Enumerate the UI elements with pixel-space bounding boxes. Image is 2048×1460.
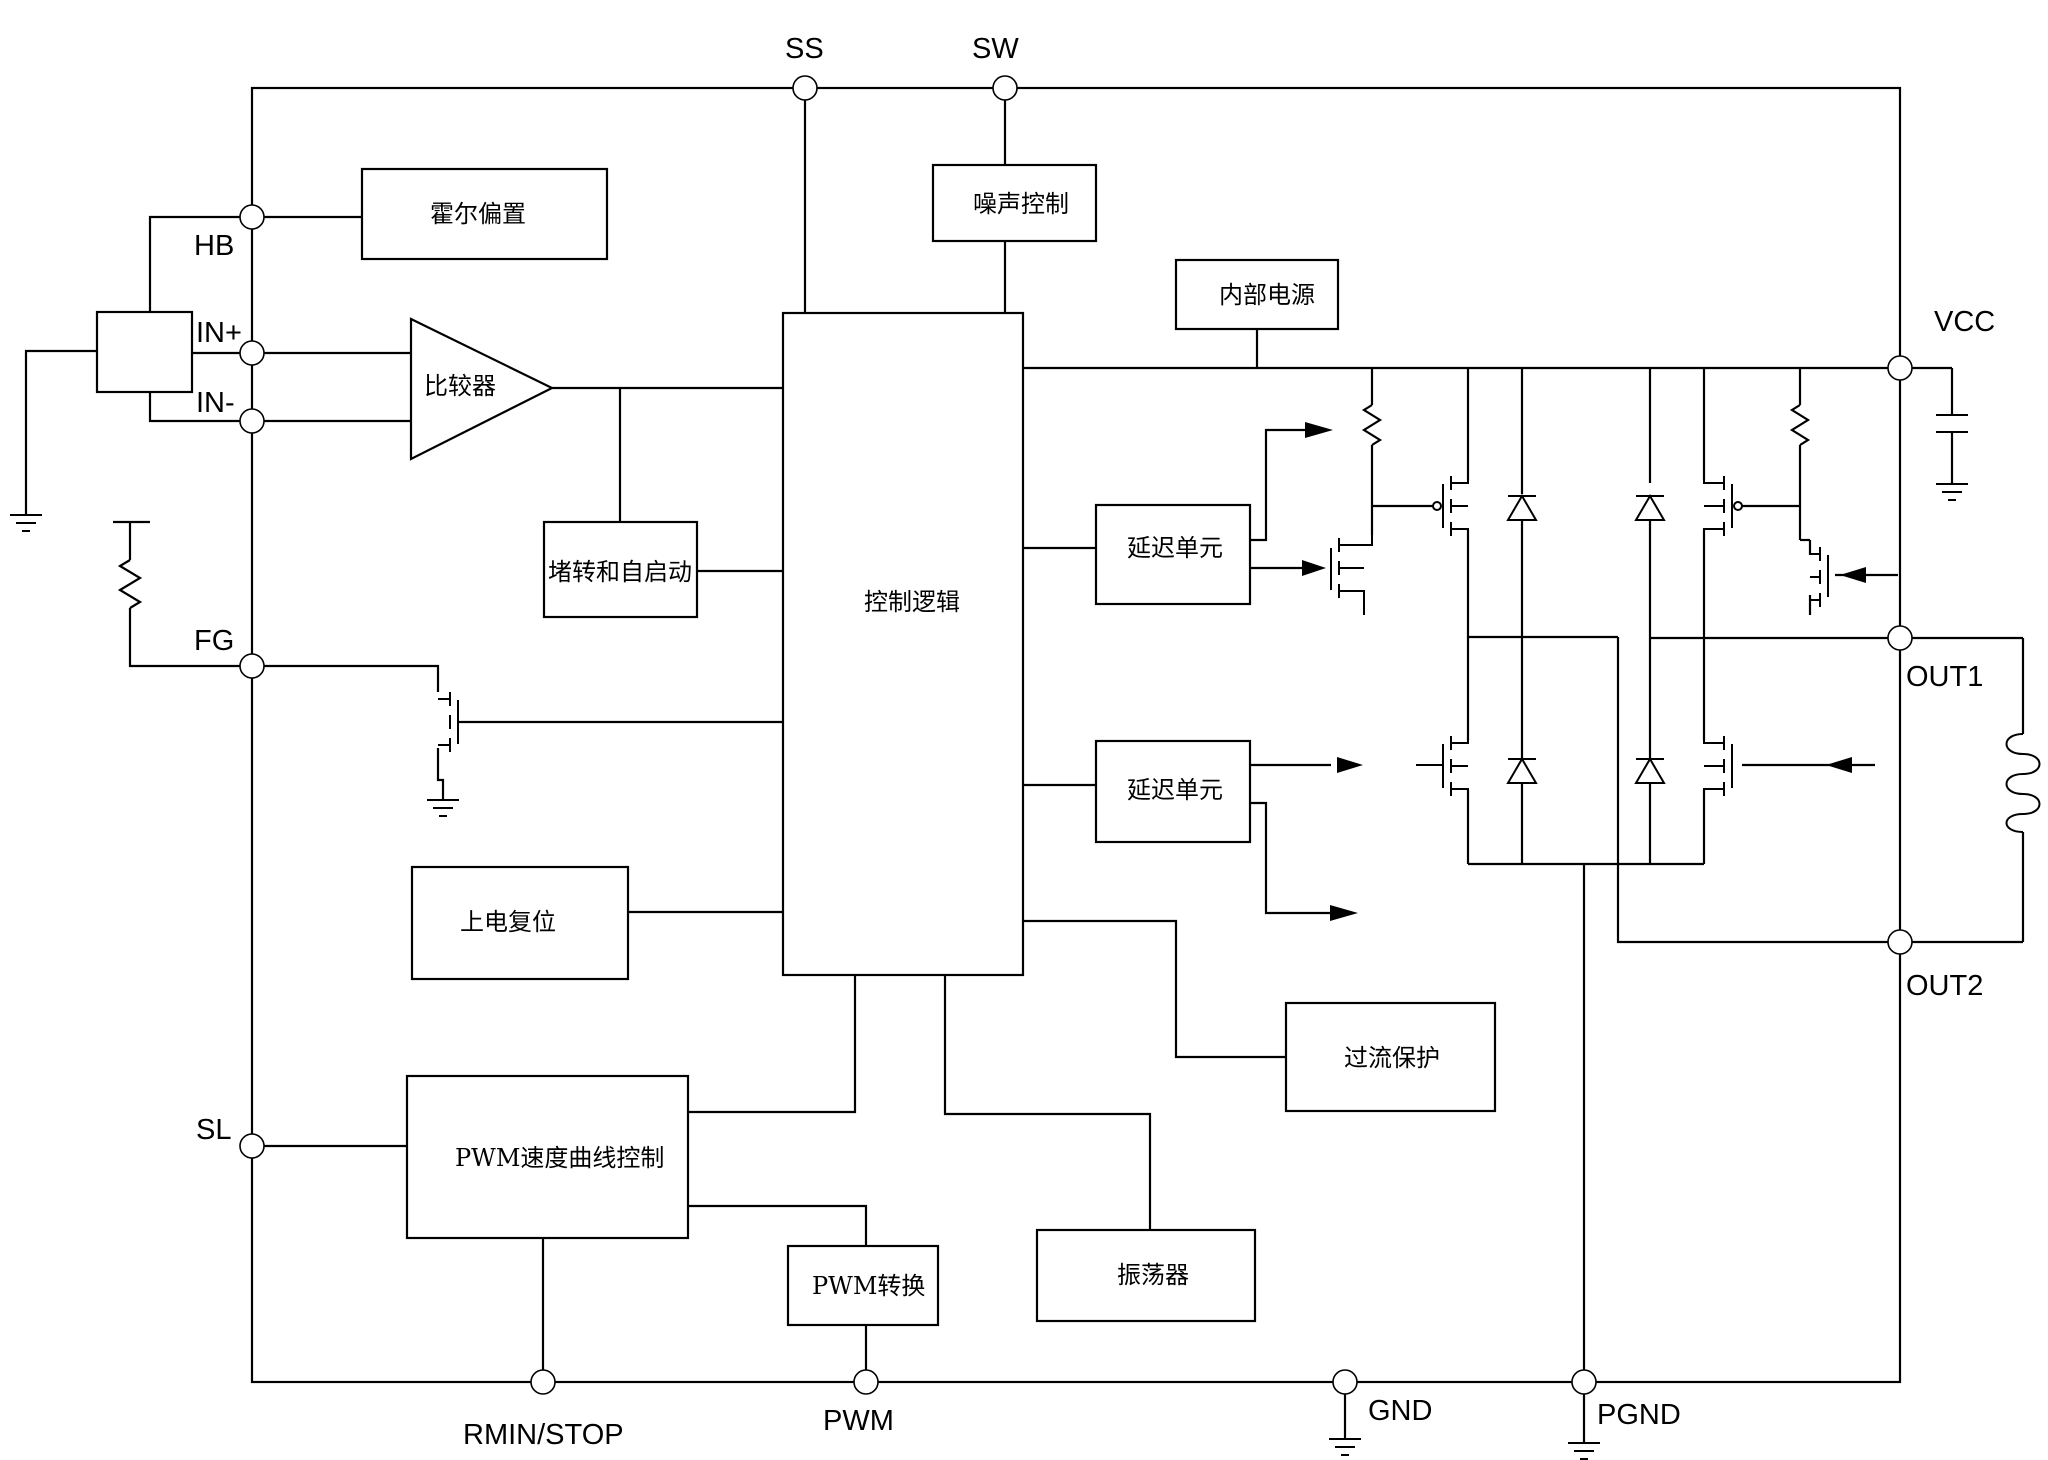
pin-gnd-label: GND	[1368, 1395, 1432, 1427]
pwm-convert-block	[786, 1244, 940, 1327]
block-labels: 霍尔偏置 噪声控制 内部电源 比较器 堵转和自启动 控制逻辑 延迟单元 延迟单元…	[424, 190, 1440, 1300]
control-logic-label: 控制逻辑	[864, 588, 960, 616]
control-logic-block	[781, 311, 1025, 977]
pin-pwm-label: PWM	[823, 1405, 894, 1437]
motor-coil	[2005, 733, 2041, 833]
pin-sw-label: SW	[972, 33, 1019, 65]
vcc-capacitor	[1936, 414, 1968, 433]
pwm-speed-curve-block	[405, 1074, 690, 1240]
internal-power-block	[1174, 258, 1340, 331]
pin-rmin-stop-label: RMIN/STOP	[463, 1419, 624, 1451]
delay-unit-1-label: 延迟单元	[1127, 534, 1223, 562]
high-side-pmos-right	[1703, 476, 1743, 536]
overcurrent-protection-label: 过流保护	[1344, 1044, 1440, 1072]
signal-arrows	[1302, 422, 1866, 921]
pin-in-minus-label: IN-	[196, 387, 235, 419]
pin-terminals	[239, 75, 1913, 1395]
pwm-convert-label: PWM转换	[812, 1272, 925, 1300]
freewheel-diodes	[1506, 494, 1666, 784]
oscillator-block	[1035, 1228, 1257, 1323]
pwm-speed-curve-label: PWM速度曲线控制	[455, 1144, 664, 1172]
hall-bias-label: 霍尔偏置	[430, 200, 526, 228]
pin-pgnd-label: PGND	[1597, 1399, 1681, 1431]
upper-right-nmos	[1810, 547, 1829, 607]
chip-boundary	[250, 86, 1902, 1384]
pin-sl-label: SL	[196, 1114, 231, 1146]
low-side-nmos-left	[1416, 736, 1469, 796]
delay-unit-2-block	[1094, 739, 1252, 844]
oscillator-label: 振荡器	[1117, 1261, 1189, 1289]
comparator-label: 比较器	[424, 372, 496, 400]
delay-unit-1-block	[1094, 503, 1252, 606]
upper-left-nmos	[1330, 535, 1373, 615]
low-side-nmos-right	[1703, 736, 1733, 796]
fg-nmos-transistor	[438, 692, 459, 752]
pin-ss-label: SS	[785, 33, 824, 65]
hall-sensor	[95, 310, 194, 394]
noise-control-label: 噪声控制	[973, 190, 1069, 218]
pin-in-plus-label: IN+	[196, 317, 242, 349]
pin-out2-label: OUT2	[1906, 970, 1983, 1002]
hall-bias-block	[360, 167, 609, 261]
lock-restart-label: 堵转和自启动	[548, 558, 692, 586]
power-on-reset-label: 上电复位	[460, 908, 556, 936]
pin-hb-label: HB	[194, 230, 234, 262]
pin-vcc-label: VCC	[1934, 306, 1995, 338]
noise-control-block	[931, 163, 1098, 243]
pin-labels: SS SW HB IN+ IN- FG SL VCC OUT1 OUT2 RMI…	[194, 33, 1995, 1451]
internal-power-label: 内部电源	[1219, 281, 1315, 309]
lock-restart-block	[542, 520, 699, 619]
overcurrent-protection-block	[1284, 1001, 1497, 1113]
delay-unit-2-label: 延迟单元	[1127, 776, 1223, 804]
pin-out1-label: OUT1	[1906, 661, 1983, 693]
power-on-reset-block	[410, 865, 630, 981]
pin-fg-label: FG	[194, 625, 234, 657]
high-side-pmos-left	[1432, 476, 1469, 536]
comparator-triangle	[409, 317, 555, 461]
